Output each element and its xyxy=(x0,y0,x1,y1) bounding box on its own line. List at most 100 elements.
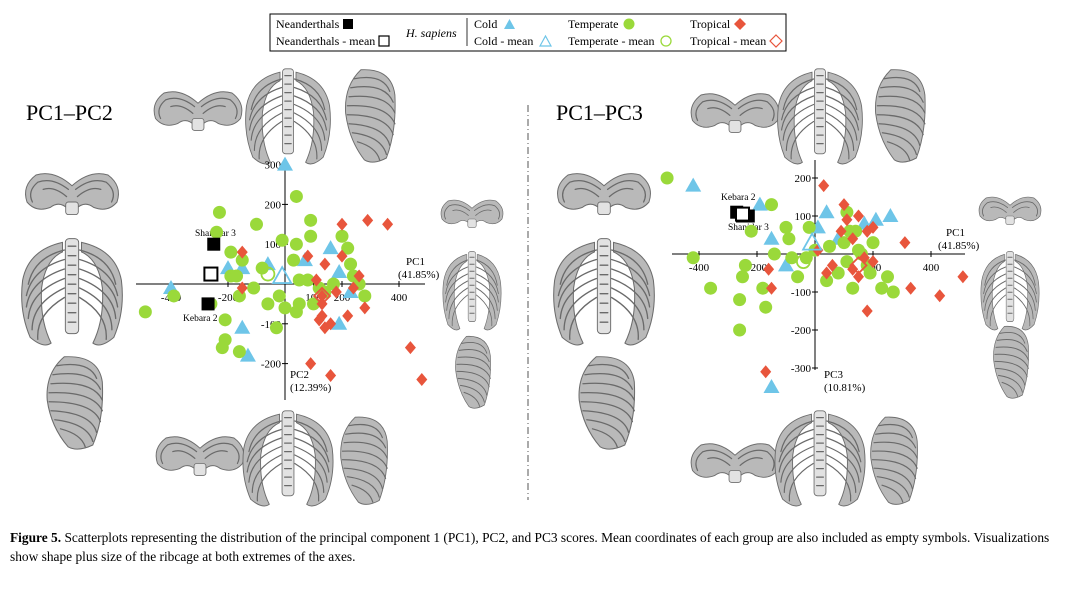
ribcage-side-view xyxy=(455,335,492,409)
tropical-mean-point xyxy=(849,256,868,275)
cold-point xyxy=(778,257,794,272)
temperate-point xyxy=(167,289,181,303)
ribcage-side-view xyxy=(46,356,104,450)
tropical-point xyxy=(313,313,325,327)
cold-point xyxy=(751,196,768,211)
temperate-mean-point xyxy=(796,254,811,270)
tropical-point xyxy=(821,266,833,280)
temperate-point xyxy=(820,274,834,288)
temperate-point xyxy=(846,281,860,295)
cold-point xyxy=(239,347,256,362)
temperate-point xyxy=(210,225,224,239)
tropical-point xyxy=(934,289,946,303)
ribcage-top-view xyxy=(440,199,504,228)
x-axis-label: PC1 xyxy=(946,227,965,239)
y-tick-label: -200 xyxy=(791,325,812,337)
temperate-point xyxy=(272,289,286,303)
ribcage-side-view xyxy=(870,416,919,505)
temperate-point xyxy=(341,241,355,255)
temperate-point xyxy=(881,270,894,284)
ribcage-front-view xyxy=(777,68,863,165)
temperate-point xyxy=(767,247,781,261)
temperate-point xyxy=(292,297,306,311)
cold-point xyxy=(685,177,702,192)
y-axis-label: PC2 xyxy=(290,369,309,381)
x-axis-percentage: (41.85%) xyxy=(938,240,980,252)
y-tick-label: 200 xyxy=(795,173,812,185)
temperate-point xyxy=(255,261,269,275)
temperate-point xyxy=(837,236,851,250)
temperate-point xyxy=(733,293,747,307)
x-axis-percentage: (41.85%) xyxy=(398,269,440,281)
tropical-point xyxy=(404,341,416,355)
tropical-point xyxy=(838,198,850,212)
ribcage-front-view xyxy=(245,68,331,165)
temperate-point xyxy=(759,300,773,314)
ribcage-front-view xyxy=(774,410,866,507)
tropical-point xyxy=(853,270,864,284)
tropical-point xyxy=(330,285,342,299)
temperate-point xyxy=(289,189,303,203)
legend-neanderthals-mean-label: Neanderthals - mean xyxy=(276,34,375,48)
tropical-point xyxy=(905,281,917,295)
legend-frame xyxy=(269,13,787,52)
cold-mean-point xyxy=(271,265,293,284)
cold-point xyxy=(867,211,884,226)
ribcage-front-view xyxy=(242,410,334,507)
temperate-point xyxy=(831,266,845,280)
temperate-point xyxy=(307,297,320,311)
x-tick-label: 400 xyxy=(923,262,940,274)
temperate-point xyxy=(358,289,372,303)
temperate-point xyxy=(247,281,261,295)
y-axis-percentage: (10.81%) xyxy=(824,382,866,394)
legend-cold-mean-label: Cold - mean xyxy=(474,34,533,48)
temperate-point xyxy=(660,171,674,185)
temperate-point xyxy=(232,345,246,359)
y-tick-label: -300 xyxy=(791,363,812,375)
temperate-mean-point xyxy=(260,266,276,282)
temperate-point xyxy=(686,251,700,265)
temperate-point xyxy=(863,266,877,280)
temperate-point xyxy=(791,270,805,284)
legend-cold-mean-marker xyxy=(538,34,553,47)
ribcage-front-view xyxy=(20,237,124,346)
temperate-point xyxy=(235,253,249,267)
tropical-point xyxy=(325,369,337,383)
tropical-point xyxy=(359,301,371,315)
cold-mean-point xyxy=(801,231,823,251)
temperate-point xyxy=(765,198,778,212)
temperate-point xyxy=(736,270,749,284)
x-tick-label: 400 xyxy=(391,292,408,304)
temperate-point xyxy=(269,321,283,335)
temperate-point xyxy=(823,239,836,253)
specimen-annotation: Kebara 2 xyxy=(721,193,756,203)
temperate-point xyxy=(261,297,275,311)
temperate-point xyxy=(278,301,292,315)
temperate-point xyxy=(218,313,232,327)
cold-point xyxy=(763,230,780,245)
temperate-point xyxy=(287,253,301,267)
y-axis-percentage: (12.39%) xyxy=(290,382,332,394)
caption-label: Figure 5. xyxy=(10,530,62,545)
tropical-mean-point xyxy=(312,286,332,306)
temperate-point xyxy=(344,257,358,271)
ribcage-top-view xyxy=(690,443,780,483)
ribcage-side-view xyxy=(578,356,636,450)
legend-tropical-label: Tropical xyxy=(690,17,731,31)
tropical-point xyxy=(325,317,337,331)
temperate-point xyxy=(779,220,793,234)
temperate-point xyxy=(704,281,718,295)
ribcage-side-view xyxy=(993,325,1030,399)
cold-point xyxy=(277,156,293,171)
ribcage-top-view xyxy=(153,91,243,131)
temperate-point xyxy=(852,243,865,257)
tropical-point xyxy=(861,304,873,318)
tropical-point xyxy=(899,236,911,250)
temperate-point xyxy=(289,237,303,251)
tropical-point xyxy=(305,357,317,371)
tropical-point xyxy=(847,232,859,246)
specimen-annotation: Kebara 2 xyxy=(183,314,218,324)
chart1-title: PC1–PC2 xyxy=(26,100,113,125)
tropical-point xyxy=(835,224,847,238)
legend-tropical-mean-marker xyxy=(769,34,783,48)
